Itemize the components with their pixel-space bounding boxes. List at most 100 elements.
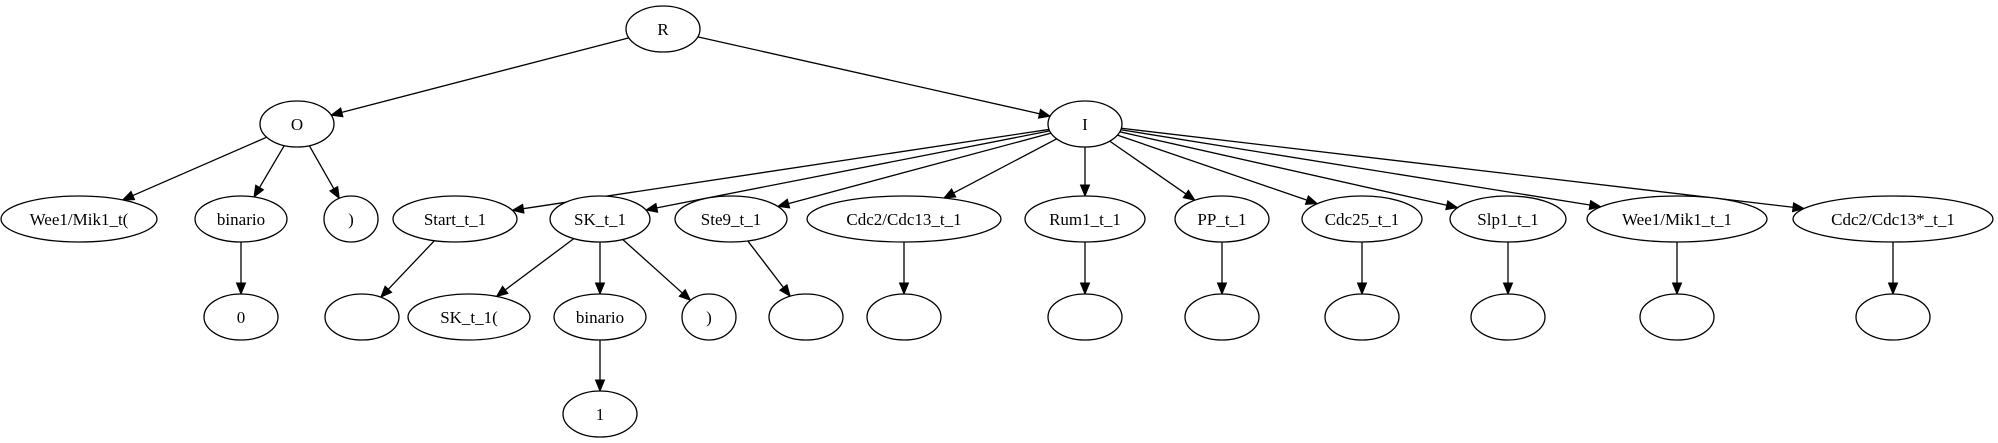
tree-node-I: I xyxy=(1047,100,1123,148)
node-ellipse xyxy=(1449,195,1567,243)
edge-cdc2_13-cdc2_13_e xyxy=(898,242,910,296)
edge-line xyxy=(697,36,1040,115)
node-label: I xyxy=(1082,115,1088,134)
node-label: Start_t_1 xyxy=(424,210,486,229)
node-ellipse xyxy=(324,293,400,341)
edge-wee_t1-wee_t1_e xyxy=(1671,242,1683,296)
tree-node-start_e xyxy=(324,293,400,341)
tree-node-cdc25_e xyxy=(1324,293,1400,341)
edge-line xyxy=(523,128,1050,210)
edge-R-O xyxy=(329,37,630,118)
arrowhead xyxy=(328,185,340,200)
arrowhead xyxy=(1079,282,1091,296)
edge-cdc25-cdc25_e xyxy=(1356,242,1368,296)
arrowhead xyxy=(253,184,265,199)
tree-node-O: O xyxy=(259,100,335,148)
edge-I-slp1 xyxy=(1119,131,1459,211)
edge-line xyxy=(504,238,575,291)
arrowhead xyxy=(1356,282,1368,296)
arrowhead xyxy=(121,190,136,201)
node-label: R xyxy=(657,20,669,39)
edge-sk-bin_sk xyxy=(594,242,606,296)
arrowhead xyxy=(511,203,525,214)
tree-node-pp_e xyxy=(1184,293,1260,341)
edge-pp-pp_e xyxy=(1216,242,1228,296)
node-ellipse xyxy=(323,195,379,243)
arrowhead xyxy=(942,188,957,199)
edge-line xyxy=(1120,129,1591,206)
tree-node-cdc2_13_e xyxy=(866,293,942,341)
edge-I-ste9 xyxy=(776,132,1052,209)
node-ellipse xyxy=(562,390,638,438)
arrowhead xyxy=(1671,282,1683,296)
edges-layer xyxy=(121,36,1899,393)
arrowhead xyxy=(1037,108,1052,119)
node-ellipse xyxy=(553,293,647,341)
edge-line xyxy=(132,136,267,197)
node-ellipse xyxy=(1639,293,1715,341)
edge-line xyxy=(622,238,683,294)
tree-node-sk: SK_t_1 xyxy=(549,195,651,243)
node-label: 0 xyxy=(237,308,246,327)
arrowhead xyxy=(329,107,344,118)
edge-line xyxy=(341,37,630,114)
edge-line xyxy=(953,138,1058,194)
arrowhead xyxy=(778,283,791,298)
edge-ste9-ste9_e xyxy=(747,240,791,298)
node-label: O xyxy=(291,115,303,134)
edge-line xyxy=(1119,131,1447,206)
node-ellipse xyxy=(1174,195,1270,243)
tree-node-one: 1 xyxy=(562,390,638,438)
tree-node-slp1: Slp1_t_1 xyxy=(1449,195,1567,243)
node-label: ) xyxy=(348,210,354,229)
arrowhead xyxy=(898,282,910,296)
node-label: Ste9_t_1 xyxy=(701,210,761,229)
edge-line xyxy=(747,240,784,288)
arrowhead xyxy=(594,379,606,393)
nodes-layer: R O I Wee1/Mik1_t( binario) 0 Start_t_1 SK_t_1 S… xyxy=(0,5,1994,438)
edge-cdc2_13s-cdc2_13s_e xyxy=(1887,242,1899,296)
edge-rum1-rum1_e xyxy=(1079,242,1091,296)
arrowhead xyxy=(1887,282,1899,296)
tree-node-rum1: Rum1_t_1 xyxy=(1024,195,1146,243)
node-ellipse xyxy=(392,195,518,243)
node-label: ) xyxy=(706,308,712,327)
node-label: SK_t_1 xyxy=(574,210,626,229)
node-ellipse xyxy=(768,293,844,341)
edge-R-I xyxy=(697,36,1052,119)
edge-sk-sk_open xyxy=(495,238,575,298)
tree-node-pp: PP_t_1 xyxy=(1174,195,1270,243)
node-ellipse xyxy=(1301,195,1423,243)
edge-line xyxy=(387,240,435,290)
tree-node-bin_o: binario xyxy=(194,195,288,243)
arrowhead xyxy=(1079,184,1091,198)
edge-bin_o-zero xyxy=(235,242,247,296)
node-ellipse xyxy=(866,293,942,341)
node-ellipse xyxy=(806,195,1002,243)
arrowhead xyxy=(644,202,659,213)
node-label: Wee1/Mik1_t( xyxy=(30,210,129,229)
edge-I-rum1 xyxy=(1079,147,1091,198)
edge-line xyxy=(1121,127,1794,208)
node-ellipse xyxy=(674,195,788,243)
edge-slp1-slp1_e xyxy=(1502,242,1514,296)
edge-O-rparen_o xyxy=(308,145,340,200)
edge-I-pp xyxy=(1109,140,1196,201)
node-ellipse xyxy=(625,5,701,53)
edge-I-start xyxy=(511,128,1050,214)
edge-I-sk xyxy=(644,130,1050,213)
tree-node-ste9_e xyxy=(768,293,844,341)
node-label: Cdc2/Cdc13_t_1 xyxy=(846,210,961,229)
arrowhead xyxy=(235,282,247,296)
arrowhead xyxy=(379,285,393,299)
arrowhead xyxy=(1304,194,1319,205)
tree-node-cdc25: Cdc25_t_1 xyxy=(1301,195,1423,243)
node-ellipse xyxy=(1324,293,1400,341)
edge-line xyxy=(1117,134,1308,201)
arrowhead xyxy=(1502,282,1514,296)
node-ellipse xyxy=(549,195,651,243)
tree-node-slp1_e xyxy=(1470,293,1546,341)
arrowhead xyxy=(1791,201,1806,213)
edge-line xyxy=(1109,140,1187,195)
